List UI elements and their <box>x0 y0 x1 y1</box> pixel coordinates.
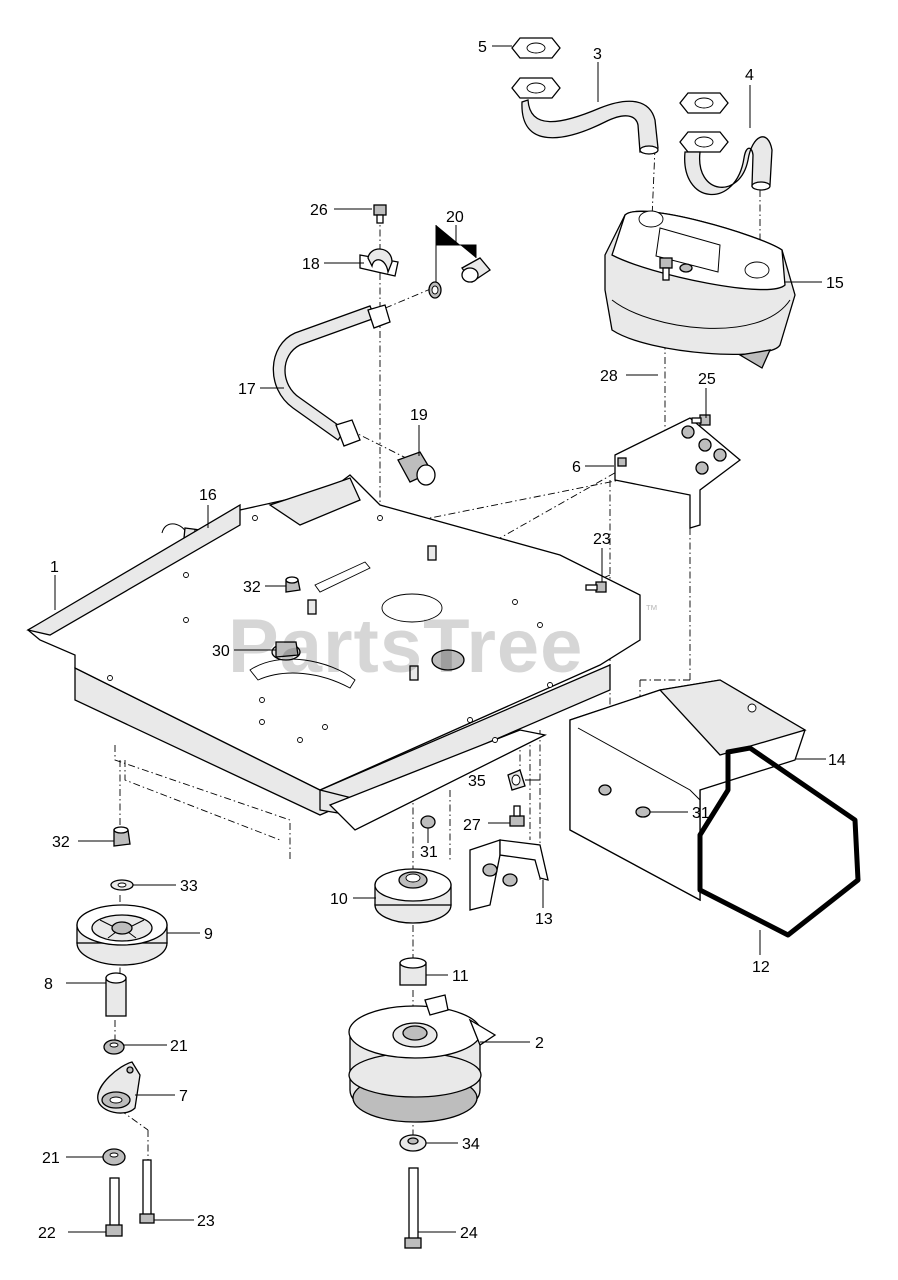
callout-labels: 5 3 4 15 26 18 20 17 19 28 25 6 23 16 1 … <box>38 39 846 1242</box>
callout-23: 23 <box>197 1213 215 1230</box>
callout-35: 35 <box>468 773 486 790</box>
callout-27: 26 <box>310 202 328 219</box>
callout-2: 2 <box>535 1035 544 1052</box>
callout-24: 23 <box>593 531 611 548</box>
nut-31-center <box>420 815 436 829</box>
clutch-pulley <box>374 868 452 924</box>
exhaust-pipe-3 <box>511 77 659 155</box>
callout-21-upper: 21 <box>170 1038 188 1055</box>
callout-20: 20 <box>446 209 464 226</box>
hose-clamp <box>359 248 399 277</box>
watermark-trademark: ™ <box>645 602 658 617</box>
nut-31-right <box>635 806 651 818</box>
callout-13: 13 <box>535 911 553 928</box>
callout-leaders <box>54 45 826 1233</box>
callout-18: 18 <box>302 256 320 273</box>
clutch-bracket <box>469 839 549 911</box>
bolt-26 <box>404 1167 422 1249</box>
callout-14: 14 <box>828 752 846 769</box>
callout-26: 24 <box>460 1225 478 1242</box>
electric-clutch <box>348 994 497 1123</box>
callout-11: 11 <box>452 968 469 985</box>
callout-32-upper: 32 <box>243 579 261 596</box>
washer-33 <box>110 879 134 891</box>
deck-plate <box>26 474 641 831</box>
nut-30 <box>271 641 301 661</box>
bolt-29 <box>659 257 673 281</box>
callout-31-center: 31 <box>420 844 438 861</box>
bolt-25 <box>691 414 711 426</box>
callout-12: 12 <box>752 959 770 976</box>
fuel-hose <box>272 304 391 447</box>
callout-19: 19 <box>410 407 428 424</box>
callout-28: 27 <box>463 817 481 834</box>
callout-29: 28 <box>600 368 618 385</box>
bolt-24 <box>585 581 607 593</box>
callout-15: 15 <box>826 275 844 292</box>
bolt-28 <box>509 805 525 827</box>
drive-belt <box>697 745 861 938</box>
callout-5: 5 <box>478 39 487 56</box>
washer-34 <box>399 1134 427 1152</box>
callout-16: 16 <box>199 487 217 504</box>
belt-cover <box>569 679 807 902</box>
exhaust-pipe-4 <box>679 92 773 196</box>
callout-33: 33 <box>180 878 198 895</box>
exhaust-gasket <box>511 37 561 59</box>
elbow-fitting <box>397 451 436 486</box>
callout-25: 25 <box>698 371 716 388</box>
callout-9: 9 <box>204 926 213 943</box>
callout-10: 10 <box>330 891 348 908</box>
callout-8: 8 <box>44 976 53 993</box>
callout-6: 6 <box>572 459 581 476</box>
callout-31-right: 31 <box>692 805 710 822</box>
spacer-11 <box>399 957 427 986</box>
screw-27 <box>373 204 387 224</box>
callout-7: 7 <box>179 1088 188 1105</box>
idler-arm <box>97 1061 141 1114</box>
callout-30: 30 <box>212 643 230 660</box>
idler-pulley <box>76 904 168 966</box>
fuel-fitting-20 <box>428 257 491 299</box>
callout-22: 22 <box>38 1225 56 1242</box>
callout-3: 3 <box>593 46 602 63</box>
callout-21-lower: 21 <box>42 1150 60 1167</box>
nut-32-upper <box>285 576 301 593</box>
nut-21-lower <box>102 1148 126 1166</box>
nut-32-lower <box>113 826 131 847</box>
callout-4: 4 <box>745 67 754 84</box>
bolt-22 <box>105 1177 123 1237</box>
muffler-bracket <box>614 417 742 529</box>
callout-17: 17 <box>238 381 256 398</box>
callout-34: 34 <box>462 1136 480 1153</box>
spacer-8 <box>105 972 127 1017</box>
nut-21-upper <box>103 1039 125 1055</box>
washer-35 <box>507 769 526 791</box>
watermark: PartsTree ™ <box>228 602 658 689</box>
bolt-23 <box>139 1159 155 1224</box>
callout-32-lower: 32 <box>52 834 70 851</box>
watermark-text: PartsTree <box>228 604 583 689</box>
callout-1: 1 <box>50 559 59 576</box>
muffler <box>604 210 796 369</box>
